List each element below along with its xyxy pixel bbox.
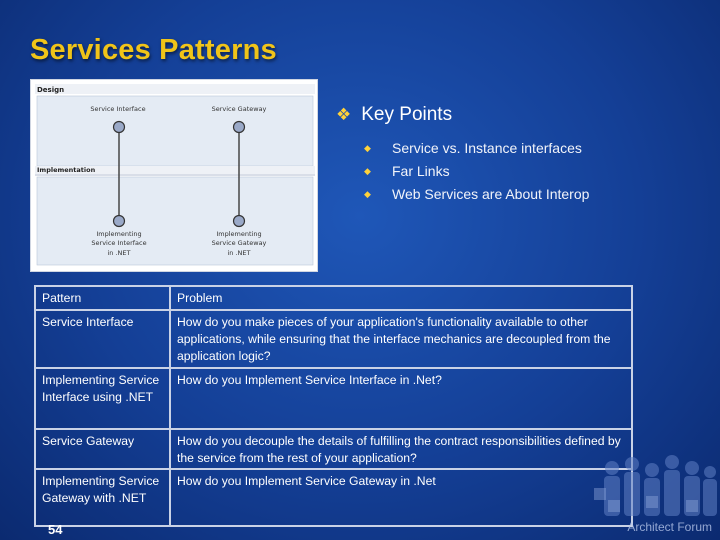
problem-cell: How do you Implement Service Interface i… bbox=[177, 373, 442, 387]
pattern-diagram-graphic: Design Service Interface Service Gateway… bbox=[35, 84, 315, 266]
header-pattern: Pattern bbox=[36, 287, 171, 309]
design-band bbox=[35, 84, 315, 94]
node-label-impl-si-line2: Service Interface bbox=[91, 239, 146, 247]
page-number: 54 bbox=[48, 522, 63, 537]
implementation-band bbox=[35, 166, 315, 176]
table-row: Service Interface How do you make pieces… bbox=[36, 309, 631, 367]
people-silhouette-icon bbox=[594, 455, 717, 516]
slide-title: Services Patterns bbox=[30, 34, 277, 66]
header-problem: Problem bbox=[177, 291, 223, 305]
list-item: ◆ Service vs. Instance interfaces bbox=[364, 137, 706, 160]
node-label-service-interface: Service Interface bbox=[90, 105, 145, 113]
table-row: Implementing Service Gateway with .NET H… bbox=[36, 468, 631, 525]
diamond-bullet-icon: ❖ bbox=[336, 105, 352, 124]
square-bullet-icon: ◆ bbox=[364, 189, 371, 199]
node-label-impl-si-line3: in .NET bbox=[108, 249, 131, 257]
problem-cell: How do you Implement Service Gateway in … bbox=[177, 474, 436, 488]
problem-cell: How do you make pieces of your applicati… bbox=[177, 315, 611, 363]
node-service-gateway bbox=[232, 120, 246, 134]
key-points-heading: ❖ Key Points bbox=[336, 104, 706, 126]
pattern-diagram: Design Service Interface Service Gateway… bbox=[30, 79, 318, 272]
table-header-row: Pattern Problem bbox=[36, 287, 631, 309]
footer-label: Architect Forum bbox=[627, 520, 712, 534]
architect-forum-logo: Architect Forum bbox=[590, 448, 720, 540]
pattern-cell: Service Interface bbox=[36, 311, 171, 367]
node-implementing-service-interface bbox=[112, 214, 126, 228]
design-label: Design bbox=[37, 86, 64, 94]
problem-cell: How do you decouple the details of fulfi… bbox=[177, 434, 621, 465]
pattern-cell: Implementing Service Gateway with .NET bbox=[36, 470, 171, 525]
table-row: Service Gateway How do you decouple the … bbox=[36, 428, 631, 468]
node-implementing-service-gateway bbox=[232, 214, 246, 228]
node-label-service-gateway: Service Gateway bbox=[212, 105, 267, 113]
node-label-impl-si-line1: Implementing bbox=[96, 230, 141, 238]
design-region bbox=[36, 95, 314, 167]
patterns-table: Pattern Problem Service Interface How do… bbox=[34, 285, 633, 527]
key-points-list: ◆ Service vs. Instance interfaces ◆ Far … bbox=[364, 137, 706, 206]
key-point-text: Service vs. Instance interfaces bbox=[392, 140, 582, 156]
list-item: ◆ Web Services are About Interop bbox=[364, 183, 706, 206]
pattern-cell: Implementing Service Interface using .NE… bbox=[36, 369, 171, 428]
implementation-region bbox=[36, 176, 314, 266]
pattern-cell: Service Gateway bbox=[36, 430, 171, 468]
implementation-label: Implementation bbox=[37, 166, 96, 174]
square-bullet-icon: ◆ bbox=[364, 143, 371, 153]
key-points-title: Key Points bbox=[361, 104, 453, 125]
table-row: Implementing Service Interface using .NE… bbox=[36, 367, 631, 428]
key-point-text: Far Links bbox=[392, 163, 450, 179]
node-label-impl-sg-line1: Implementing bbox=[216, 230, 261, 238]
node-label-impl-sg-line2: Service Gateway bbox=[212, 239, 267, 247]
key-points: ❖ Key Points ◆ Service vs. Instance inte… bbox=[336, 104, 706, 206]
square-bullet-icon: ◆ bbox=[364, 166, 371, 176]
node-service-interface bbox=[112, 120, 126, 134]
node-label-impl-sg-line3: in .NET bbox=[228, 249, 251, 257]
key-point-text: Web Services are About Interop bbox=[392, 186, 590, 202]
list-item: ◆ Far Links bbox=[364, 160, 706, 183]
